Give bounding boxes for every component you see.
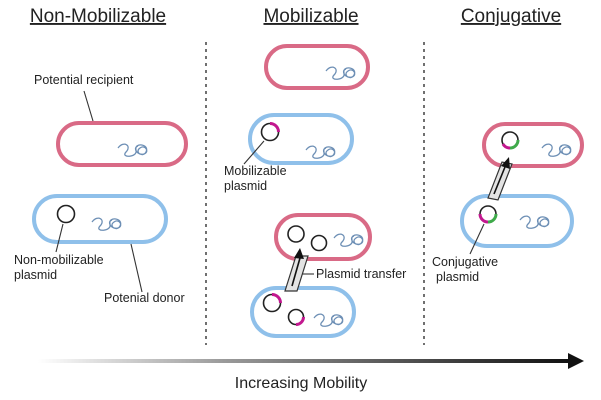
header-mobilizable: Mobilizable	[263, 6, 358, 27]
donor-cell-conjugative	[460, 194, 574, 248]
recipient-cell-non-mobilizable	[56, 121, 188, 167]
label-mobilizable-plasmid-2: plasmid	[224, 179, 267, 193]
header-non-mobilizable: Non-Mobilizable	[30, 6, 166, 27]
label-conjugative-plasmid-2: plasmid	[436, 270, 479, 284]
transferred-plasmid-icon	[287, 225, 305, 243]
label-plasmid-transfer: Plasmid transfer	[316, 267, 406, 281]
transfer-pilus-conjugative	[487, 157, 513, 201]
transfer-pilus-mobilizable	[284, 248, 309, 292]
leader-mobilizable-plasmid	[243, 140, 265, 165]
label-mobilizable-plasmid-1: Mobilizable	[224, 164, 287, 178]
leader-non-mobilizable-plasmid	[55, 223, 64, 253]
transfer-arrowhead-icon	[294, 248, 304, 259]
label-conjugative-plasmid-1: Conjugative	[432, 255, 498, 269]
donor-cell-mobilizable	[248, 113, 354, 165]
leader-potential-recipient	[83, 90, 94, 122]
axis-arrowhead-icon	[568, 353, 584, 369]
conjugation-arrowhead-icon	[501, 157, 510, 169]
label-non-mobilizable-plasmid-1: Non-mobilizable	[14, 253, 104, 267]
recipient-cell-mobilizable-receiving	[274, 213, 372, 261]
leader-potential-donor	[130, 243, 143, 293]
mobility-axis	[38, 353, 584, 369]
header-conjugative: Conjugative	[461, 6, 561, 27]
axis-label-increasing-mobility: Increasing Mobility	[235, 375, 368, 392]
recipient-cell-conjugative	[482, 122, 584, 168]
non-mobilizable-plasmid-icon	[56, 204, 76, 224]
leader-conjugative-plasmid	[469, 223, 485, 255]
label-non-mobilizable-plasmid-2: plasmid	[14, 268, 57, 282]
mobilizable-helper-plasmid-icon	[310, 234, 328, 252]
donor-cell-non-mobilizable	[32, 194, 168, 244]
recipient-cell-mobilizable-top	[264, 44, 370, 90]
label-potential-donor: Potenial donor	[104, 291, 185, 305]
donor-cell-mobilizable-bottom	[250, 286, 356, 338]
label-potential-recipient: Potential recipient	[34, 73, 134, 87]
